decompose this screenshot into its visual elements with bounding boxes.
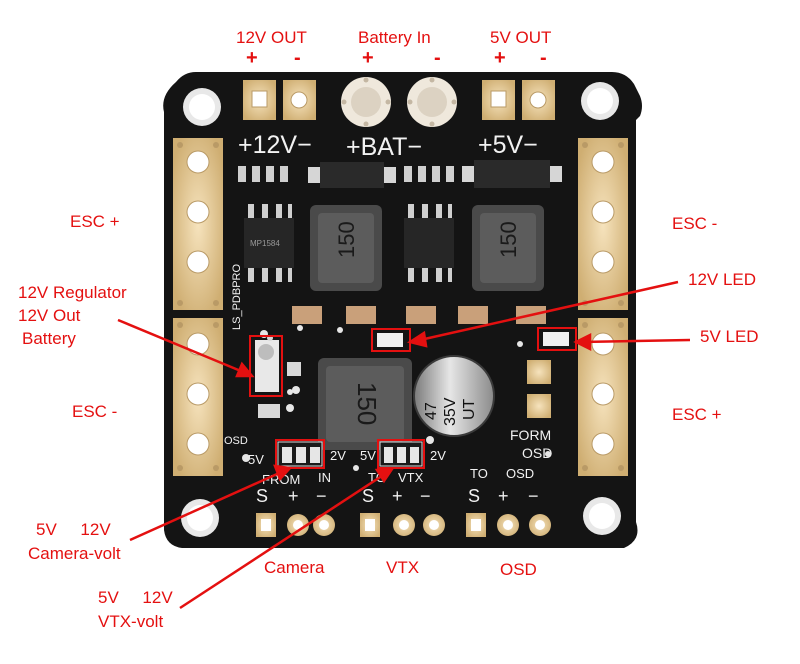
- svg-text:+: +: [392, 486, 403, 506]
- label-vtx: VTX: [386, 558, 420, 577]
- inductor-text: 150: [496, 221, 521, 258]
- pcb-body: [163, 72, 642, 548]
- svg-text:S: S: [256, 486, 268, 506]
- label-5v-led: 5V LED: [700, 327, 759, 346]
- highlight-boxes: [249, 327, 577, 469]
- diode-left: [320, 162, 384, 188]
- label-cam-volt: Camera-volt: [28, 544, 121, 563]
- svg-text:−: −: [528, 486, 539, 506]
- vtx-volt-jumper: [379, 441, 423, 467]
- label-5v-out: 5V OUT: [490, 28, 552, 47]
- label-esc-minus-right: ESC -: [672, 214, 718, 233]
- label-osd: OSD: [500, 560, 537, 579]
- label-esc-plus-right: ESC +: [672, 405, 722, 424]
- silk-osd: OSD: [506, 466, 534, 481]
- led-12v: [377, 333, 403, 347]
- ic-marking: MP1584: [250, 239, 280, 248]
- label-regulator-3: Battery: [22, 329, 76, 348]
- inductor-left: 150: [310, 205, 382, 291]
- svg-text:−: −: [316, 486, 327, 506]
- label-battery-in: Battery In: [358, 28, 431, 47]
- regulator-jumper: [255, 335, 301, 418]
- regulator-ic-left: MP1584: [244, 204, 294, 282]
- silk-form: FORM: [510, 427, 551, 443]
- sign-minus-bat: -: [434, 47, 441, 69]
- silk-vtx: VTX: [398, 470, 424, 485]
- label-esc-minus-left: ESC -: [72, 402, 118, 421]
- silk-12v-right: 2V: [430, 448, 446, 463]
- cap-text-1: 47: [423, 402, 440, 420]
- camera-volt-jumper: [277, 441, 323, 467]
- silk-in: IN: [318, 470, 331, 485]
- signal-labels: S + − S + − S + −: [256, 486, 539, 506]
- sign-plus-bat: +: [362, 47, 374, 69]
- inductor-text: 150: [334, 221, 359, 258]
- silk-5v-left: 5V: [248, 452, 264, 467]
- vias: [242, 325, 551, 471]
- silk-side: LS_PDBPRO: [231, 264, 243, 330]
- label-camera: Camera: [264, 558, 325, 577]
- callout-lines: [117, 280, 691, 610]
- pad-small: [527, 394, 551, 418]
- diode-right: [474, 160, 550, 188]
- label-12v-out: 12V OUT: [236, 28, 307, 47]
- label-vtx-volt-values: 5V 12V: [98, 588, 173, 607]
- left-esc-pads: [173, 138, 223, 476]
- label-vtx-volt: VTX-volt: [98, 612, 164, 631]
- cap-text-2: 35V: [442, 397, 459, 426]
- right-esc-pads: [578, 138, 628, 476]
- label-regulator-2: 12V Out: [18, 306, 81, 325]
- svg-text:+: +: [498, 486, 509, 506]
- silk-5v: +5V−: [478, 131, 538, 159]
- sign-minus-12v: -: [294, 47, 301, 69]
- pad-small: [527, 360, 551, 384]
- sign-plus-5v: +: [494, 47, 506, 69]
- silk-osd-left: OSD: [224, 435, 248, 447]
- bottom-connector-pads: [250, 510, 551, 544]
- inductor-center: 150: [318, 358, 412, 450]
- top-output-pads: [243, 80, 555, 120]
- sign-minus-5v: -: [540, 47, 547, 69]
- silk-bat: +BAT−: [346, 133, 422, 161]
- cap-text-3: UT: [461, 398, 478, 420]
- svg-text:S: S: [362, 486, 374, 506]
- mounting-holes: [181, 82, 621, 537]
- svg-text:S: S: [468, 486, 480, 506]
- label-esc-plus-left: ESC +: [70, 212, 120, 231]
- inductor-text: 150: [352, 382, 382, 425]
- silk-12v-left: 2V: [330, 448, 346, 463]
- silk-12v: +12V−: [238, 131, 312, 159]
- svg-text:+: +: [288, 486, 299, 506]
- electrolytic-capacitor: 47 35V UT: [413, 355, 495, 437]
- led-5v: [543, 332, 569, 346]
- inductor-right: 150: [472, 205, 544, 291]
- label-cam-volt-values: 5V 12V: [36, 520, 111, 539]
- regulator-ic-right: [404, 204, 454, 282]
- label-regulator-1: 12V Regulator: [18, 283, 127, 302]
- resistor-rows: [238, 166, 454, 182]
- silk-to-osd: TO: [470, 466, 488, 481]
- sign-plus-12v: +: [246, 47, 258, 69]
- battery-pads: [341, 77, 457, 127]
- silk-osd-2: OSD: [522, 445, 552, 461]
- svg-text:−: −: [420, 486, 431, 506]
- silk-5v-right: 5V: [360, 448, 376, 463]
- label-12v-led: 12V LED: [688, 270, 757, 289]
